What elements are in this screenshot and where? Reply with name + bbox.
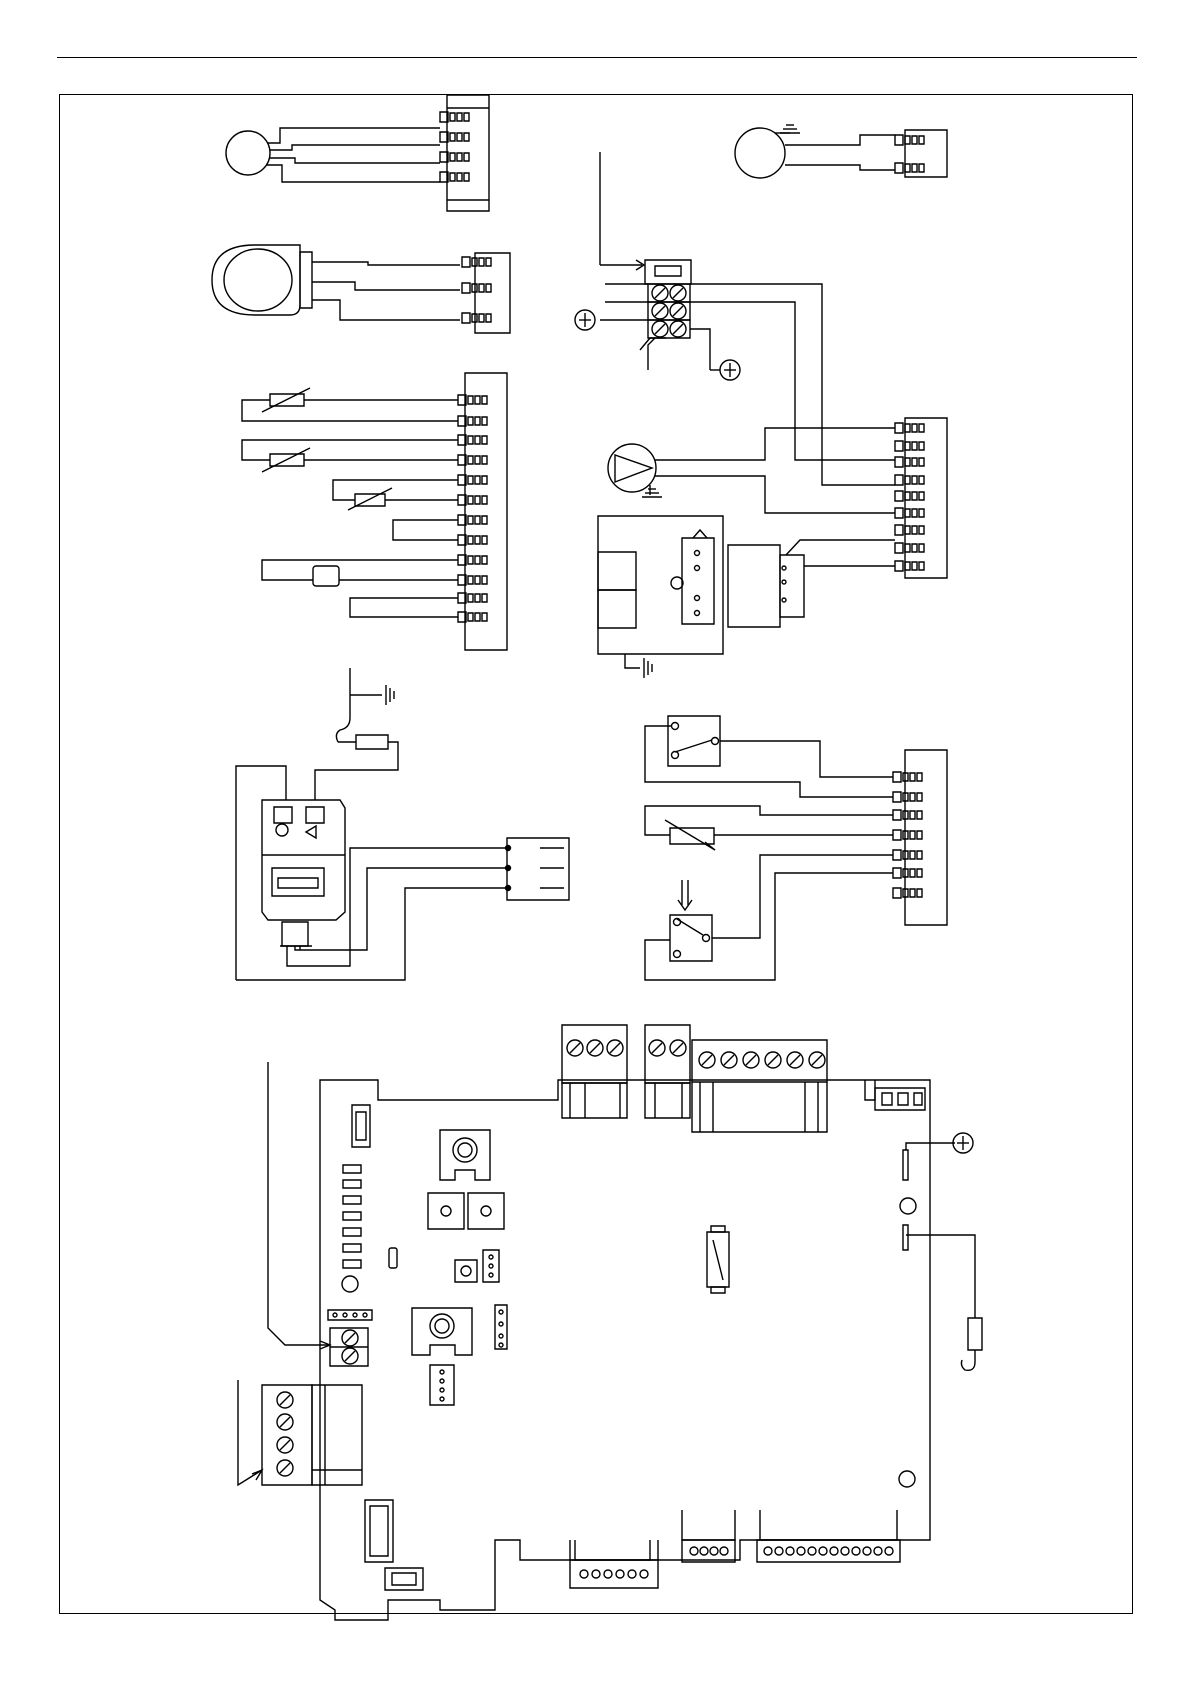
pcb-fuse — [707, 1226, 729, 1293]
pcb-bottom-connector-4way — [682, 1510, 735, 1562]
pressure-switch — [645, 716, 893, 797]
pcb-connector-bottom-small — [385, 1568, 423, 1590]
fan-motor-icon — [226, 128, 440, 182]
pcb-connector-left-bottom — [365, 1500, 393, 1562]
pcb-potentiometer — [455, 1250, 499, 1282]
transformer-box — [598, 516, 895, 678]
gas-valve-icon — [212, 245, 460, 320]
flow-switch — [645, 855, 893, 980]
pcb-mount-hole-2 — [899, 1471, 915, 1487]
pcb-terminal-2way — [645, 1025, 690, 1118]
pcb-pin-header — [495, 1305, 507, 1349]
connector-pump — [895, 418, 947, 578]
fuse-link — [262, 560, 458, 586]
connector-sensors — [458, 373, 507, 650]
pcb-small-connector-top — [875, 1088, 925, 1110]
ignition-unit — [236, 766, 508, 980]
ntc-sensor-2 — [242, 440, 458, 472]
connector-safety — [893, 750, 947, 925]
pcb-4way-terminal — [238, 1380, 362, 1485]
pcb-terminal-6way — [692, 1040, 827, 1132]
connector-motor-2 — [895, 130, 947, 177]
pcb-bottom-connector-7way — [570, 1540, 658, 1588]
pcb-leds — [343, 1165, 361, 1268]
motor-2-icon — [735, 125, 895, 178]
pcb-jumpers — [328, 1310, 372, 1320]
bridge-link — [393, 520, 458, 540]
pump-icon — [608, 428, 895, 513]
pcb-connector-4pin — [430, 1365, 454, 1405]
pcb-bottom-connector-12way — [757, 1510, 900, 1562]
pcb-connector-left-top — [352, 1105, 370, 1147]
flame-electrode — [315, 668, 398, 800]
overheat-thermostat — [645, 806, 893, 850]
bridge-link-2 — [350, 598, 458, 617]
ntc-sensor-1 — [242, 388, 458, 421]
pcb-crystal — [389, 1248, 397, 1268]
connector-fan — [440, 95, 489, 211]
connector-gas-valve — [462, 253, 510, 333]
pcb-ionisation-lead — [903, 1225, 982, 1370]
pcb-terminal-3way — [562, 1025, 627, 1118]
pcb-relay-1 — [428, 1130, 504, 1229]
pcb-mount-hole-3 — [342, 1276, 358, 1292]
pcb-mount-hole-1 — [900, 1198, 916, 1214]
pcb-relay-2 — [412, 1308, 472, 1355]
pcb-earth — [903, 1133, 973, 1180]
connector-igniter — [506, 838, 570, 900]
ntc-sensor-3 — [333, 480, 458, 510]
mains-terminal — [575, 152, 895, 485]
